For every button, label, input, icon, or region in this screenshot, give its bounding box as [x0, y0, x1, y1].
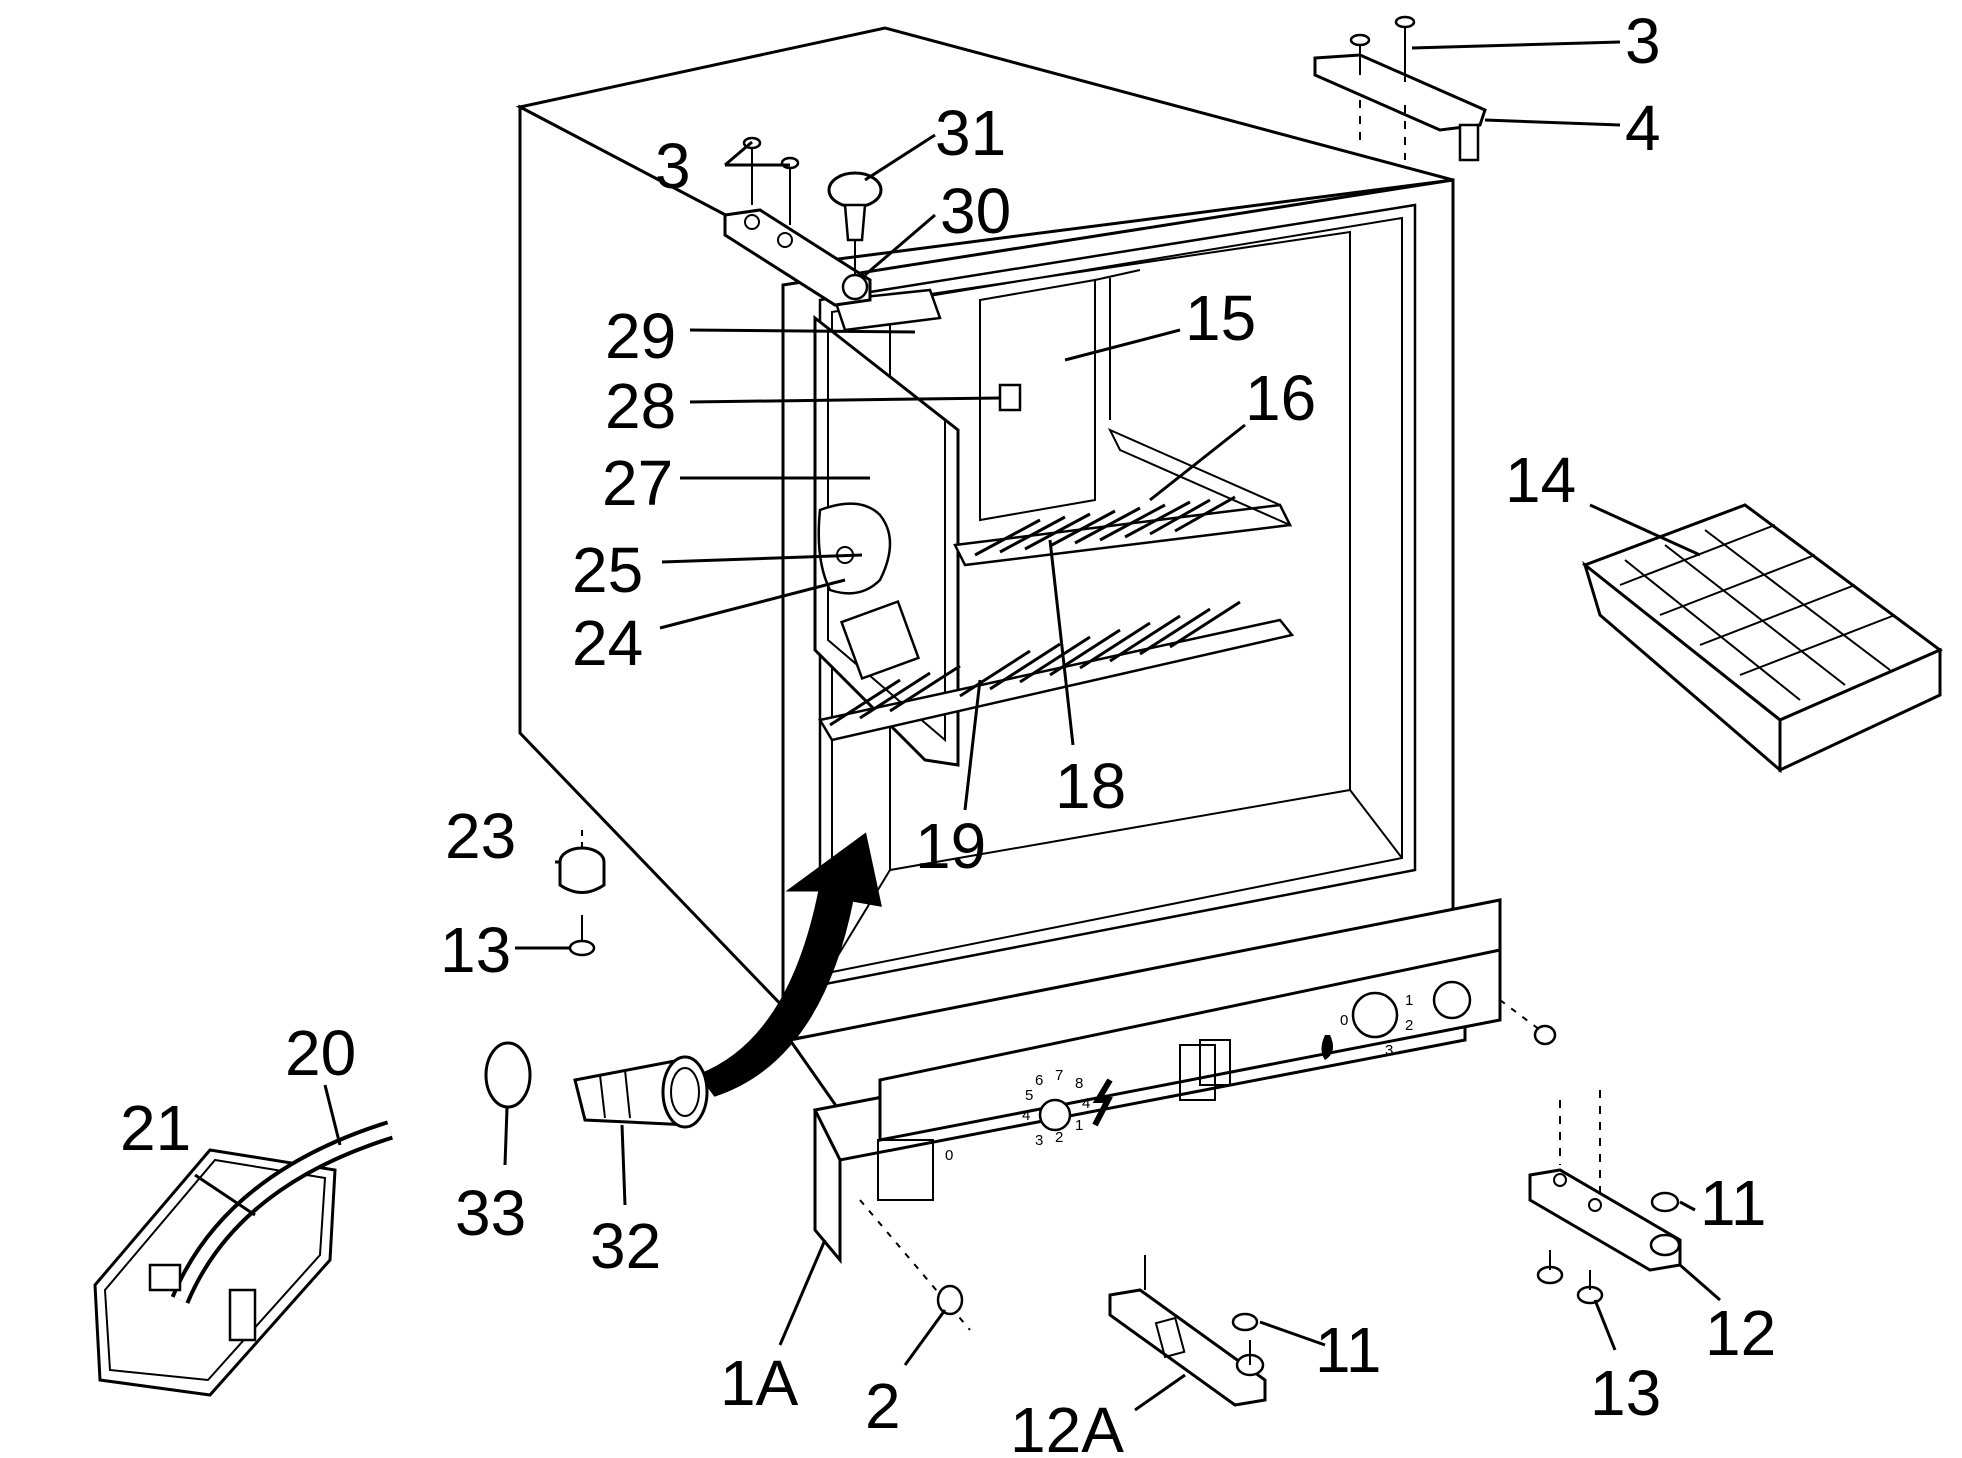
switch-label: 0 — [945, 1147, 953, 1164]
label-23: 23 — [445, 800, 516, 872]
dial-number: 3 — [1385, 1042, 1393, 1059]
dial-number: 5 — [1025, 1087, 1033, 1104]
panel-screws — [859, 999, 1557, 1331]
part-labels: 3 3 4 31 30 29 28 27 25 24 15 16 18 19 1… — [120, 5, 1776, 1458]
dial-number: 4 — [1022, 1107, 1030, 1124]
label-13: 13 — [1590, 1357, 1661, 1429]
label-27: 27 — [602, 447, 673, 519]
label-25: 25 — [572, 534, 643, 606]
dial-number: 4 — [1082, 1095, 1090, 1112]
label-16: 16 — [1245, 362, 1316, 434]
label-1A: 1A — [720, 1347, 799, 1419]
label-31: 31 — [935, 97, 1006, 169]
label-13: 13 — [440, 914, 511, 986]
label-32: 32 — [590, 1210, 661, 1282]
arrow-icon — [697, 832, 882, 1097]
label-28: 28 — [605, 370, 676, 442]
label-14: 14 — [1505, 444, 1576, 516]
ice-tray — [1581, 503, 1943, 774]
label-20: 20 — [285, 1017, 356, 1089]
label-4: 4 — [1625, 92, 1661, 164]
label-2: 2 — [865, 1370, 901, 1442]
cap — [484, 1041, 532, 1109]
dial-number: 2 — [1055, 1129, 1063, 1146]
dial-number: 2 — [1405, 1017, 1413, 1034]
label-15: 15 — [1185, 282, 1256, 354]
dial-number: 8 — [1075, 1075, 1083, 1092]
label-3: 3 — [655, 130, 691, 202]
top-hinge-right — [1313, 15, 1487, 162]
label-3: 3 — [1625, 5, 1661, 77]
label-33: 33 — [455, 1177, 526, 1249]
dial-number: 3 — [1035, 1132, 1043, 1149]
dial-number: 0 — [1340, 1012, 1348, 1029]
label-29: 29 — [605, 300, 676, 372]
label-11: 11 — [1315, 1314, 1381, 1386]
label-24: 24 — [572, 607, 643, 679]
label-19: 19 — [915, 810, 986, 882]
label-18: 18 — [1055, 750, 1126, 822]
shelves — [818, 427, 1295, 742]
top-hinge-left — [723, 136, 883, 307]
thermostat-assembly — [817, 502, 921, 681]
control-panel: 5 6 7 8 4 4 3 2 1 0 1 2 3 0 — [787, 898, 1502, 1265]
label-21: 21 — [120, 1092, 191, 1164]
tube — [573, 1055, 709, 1129]
label-12A: 12A — [1010, 1394, 1124, 1458]
dial-number: 7 — [1055, 1067, 1063, 1084]
box — [93, 1120, 393, 1397]
dial-number: 6 — [1035, 1072, 1043, 1089]
label-12: 12 — [1705, 1297, 1776, 1369]
dial-number: 1 — [1405, 992, 1413, 1009]
lower-hinge-right — [1528, 1090, 1682, 1305]
leader-lines — [194, 40, 1721, 1412]
label-30: 30 — [940, 175, 1011, 247]
foot — [558, 830, 606, 957]
label-11: 11 — [1700, 1167, 1766, 1239]
lower-hinge-left — [1108, 1255, 1267, 1407]
dial-number: 1 — [1075, 1117, 1083, 1134]
